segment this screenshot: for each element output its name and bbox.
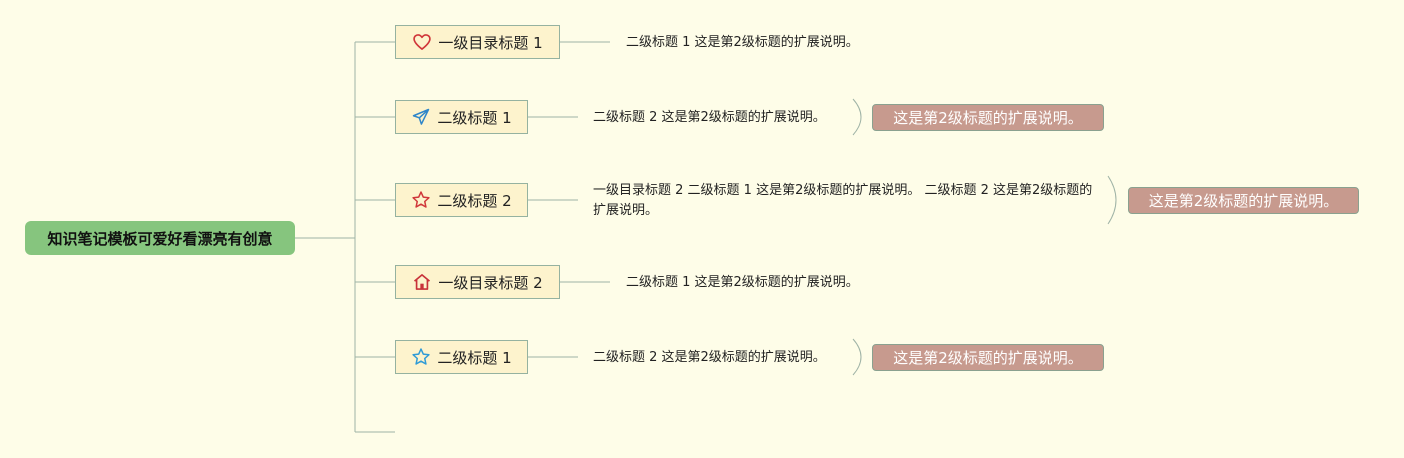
branch-node-5[interactable]: 二级标题 1: [395, 340, 528, 374]
branch-description-5: 二级标题 2 这是第2级标题的扩展说明。: [593, 350, 826, 365]
branch-node-3[interactable]: 二级标题 2: [395, 183, 528, 217]
heart-icon: [412, 32, 432, 52]
branch-node-2[interactable]: 二级标题 1: [395, 100, 528, 134]
paper-plane-icon: [411, 107, 431, 127]
summary-bracket-3: [852, 338, 862, 376]
branch-node-label: 二级标题 2: [437, 191, 512, 210]
summary-bracket-1: [852, 98, 862, 136]
summary-tag-1[interactable]: 这是第2级标题的扩展说明。: [872, 104, 1104, 131]
star-outline-icon: [411, 347, 431, 367]
summary-bracket-2: [1107, 175, 1117, 225]
star-icon: [411, 190, 431, 210]
house-icon: [412, 272, 432, 292]
summary-tag-2[interactable]: 这是第2级标题的扩展说明。: [1128, 187, 1359, 214]
branch-node-label: 一级目录标题 1: [438, 33, 543, 52]
branch-node-4[interactable]: 一级目录标题 2: [395, 265, 560, 299]
branch-description-1: 二级标题 1 这是第2级标题的扩展说明。: [626, 35, 859, 50]
branch-description-3: 一级目录标题 2 二级标题 1 这是第2级标题的扩展说明。 二级标题 2 这是第…: [593, 183, 1093, 218]
branch-node-label: 二级标题 1: [437, 348, 512, 367]
branch-node-label: 二级标题 1: [437, 108, 512, 127]
root-node[interactable]: 知识笔记模板可爱好看漂亮有创意: [25, 221, 295, 255]
branch-node-1[interactable]: 一级目录标题 1: [395, 25, 560, 59]
summary-tag-3[interactable]: 这是第2级标题的扩展说明。: [872, 344, 1104, 371]
branch-description-2: 二级标题 2 这是第2级标题的扩展说明。: [593, 110, 826, 125]
branch-description-4: 二级标题 1 这是第2级标题的扩展说明。: [626, 275, 859, 290]
branch-node-label: 一级目录标题 2: [438, 273, 543, 292]
